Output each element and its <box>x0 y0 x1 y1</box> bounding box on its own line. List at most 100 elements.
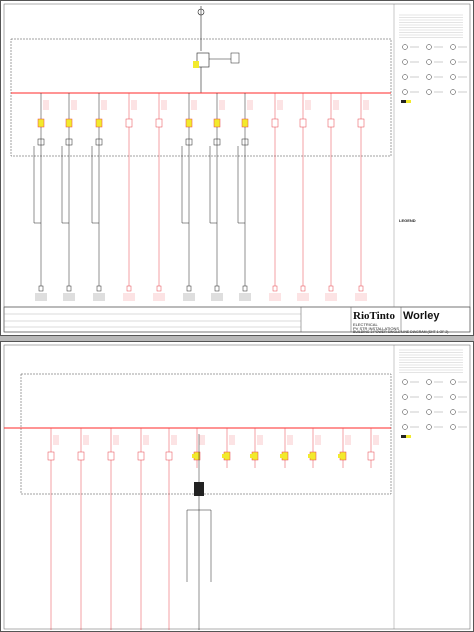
legend-symbol <box>402 74 408 80</box>
load-symbol <box>156 285 162 292</box>
sub-board-transformer <box>194 482 204 496</box>
feeder-b-12 <box>367 428 379 468</box>
feeder-breaker <box>65 118 73 128</box>
legend-symbol <box>450 394 456 400</box>
feeder-breaker <box>357 118 365 128</box>
legend-symbol <box>401 435 406 438</box>
feeder-breaker <box>37 118 45 128</box>
feeder-breaker-b <box>47 451 55 461</box>
feeder-b-8 <box>250 428 263 468</box>
legend-symbol <box>426 409 432 415</box>
load-symbol <box>242 285 248 292</box>
load-symbol <box>186 285 192 292</box>
feeder-breaker-b <box>137 451 145 461</box>
feeder-breaker <box>185 118 193 128</box>
feeder-b-3 <box>107 428 119 630</box>
load-symbol <box>214 285 220 292</box>
load-symbol <box>358 285 364 292</box>
legend-symbol <box>402 89 408 95</box>
contactor <box>65 138 73 146</box>
feeder-breaker <box>299 118 307 128</box>
single-line-diagram-2 <box>3 344 471 630</box>
sheet-frame-2 <box>3 344 471 630</box>
load-symbol <box>38 285 44 292</box>
feeder-b-5 <box>165 428 177 630</box>
single-line-diagram-1 <box>3 3 471 333</box>
legend-symbol <box>450 379 456 385</box>
main-breaker <box>196 52 210 68</box>
feeder-b-2 <box>77 428 89 630</box>
legend-symbol <box>402 394 408 400</box>
metering-unit <box>230 52 240 64</box>
contactor <box>185 138 193 146</box>
load-symbol <box>272 285 278 292</box>
contactor <box>241 138 249 146</box>
switchboard-boundary <box>10 38 392 157</box>
legend-symbol <box>426 59 432 65</box>
legend-symbol <box>450 59 456 65</box>
drawing-sheet-2 <box>0 341 474 632</box>
feeder-b-1 <box>47 428 59 630</box>
feeder-4 <box>123 93 137 301</box>
load-symbol <box>328 285 334 292</box>
legend-symbol <box>402 379 408 385</box>
legend-symbol <box>426 44 432 50</box>
feeder-3 <box>91 93 107 301</box>
legend-symbol <box>450 89 456 95</box>
feeder-6 <box>181 93 197 301</box>
main-breaker-highlight <box>193 61 199 68</box>
legend-symbol <box>426 379 432 385</box>
legend-symbol <box>426 394 432 400</box>
feeder-breaker <box>271 118 279 128</box>
legend-symbol <box>402 44 408 50</box>
contactor <box>213 138 221 146</box>
legend-symbol <box>426 89 432 95</box>
legend-symbol <box>450 44 456 50</box>
feeder-breaker <box>241 118 249 128</box>
feeder-breaker-b <box>367 451 375 461</box>
contractor-logo: Worley <box>403 310 440 322</box>
client-logo: RioTinto <box>353 310 395 322</box>
legend-symbol <box>426 424 432 430</box>
legend-symbol <box>450 424 456 430</box>
legend-symbol <box>426 74 432 80</box>
title-block <box>3 306 471 333</box>
feeder-breaker <box>95 118 103 128</box>
legend-symbol <box>402 424 408 430</box>
feeder-1 <box>33 93 49 301</box>
load-symbol <box>66 285 72 292</box>
drawing-description: BUILDING 3 POWER SINGLE LINE DIAGRAM (SH… <box>353 330 448 335</box>
feeder-breaker-b <box>165 451 173 461</box>
switchboard-boundary-2 <box>20 373 392 495</box>
feeder-breaker <box>125 118 133 128</box>
legend-heading: LEGEND <box>399 218 416 223</box>
feeder-9 <box>269 93 283 301</box>
load-symbol <box>300 285 306 292</box>
feeder-8 <box>237 93 253 301</box>
load-symbol <box>96 285 102 292</box>
feeder-breaker <box>327 118 335 128</box>
feeder-breaker-b <box>107 451 115 461</box>
contactor <box>95 138 103 146</box>
load-symbol <box>126 285 132 292</box>
legend-symbol <box>406 435 411 438</box>
incoming-supply-symbol <box>197 8 205 16</box>
legend-symbol <box>450 74 456 80</box>
feeder-b-4 <box>137 428 149 630</box>
legend-symbol <box>450 409 456 415</box>
legend-symbol <box>402 59 408 65</box>
feeder-b-7 <box>222 428 235 468</box>
drawing-title: ELECTRICAL <box>353 322 378 327</box>
feeder-12 <box>355 93 369 301</box>
feeder-7 <box>209 93 225 301</box>
feeder-breaker <box>213 118 221 128</box>
feeder-b-6 <box>192 428 205 468</box>
contactor <box>37 138 45 146</box>
title-line-2: PV STR INSTALLATIONS <box>353 326 400 331</box>
feeder-breaker <box>155 118 163 128</box>
feeder-b-9 <box>280 428 293 468</box>
feeder-11 <box>325 93 339 301</box>
title-line-3: BUILDING 3 POWER SINGLE LINE DIAGRAM (SH… <box>353 330 449 334</box>
drawing-sheet-1: RioTinto Worley ELECTRICAL PV STR INSTAL… <box>0 0 474 336</box>
title-line-1: ELECTRICAL <box>353 322 378 327</box>
